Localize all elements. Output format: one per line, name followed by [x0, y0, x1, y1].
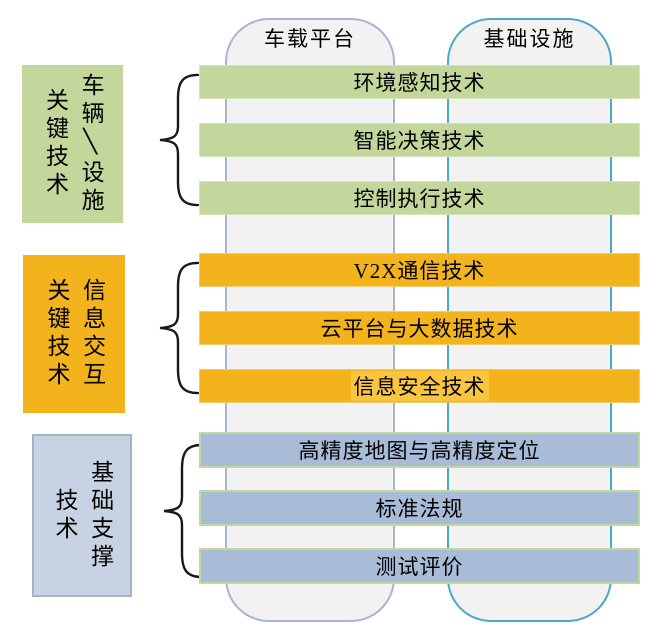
bar-label: 环境感知技术 — [353, 71, 486, 95]
bar-label: V2X通信技术 — [353, 259, 486, 283]
bar-hd-map-positioning: 高精度地图与高精度定位 — [199, 432, 640, 468]
group-label-column-left: 技术 — [52, 487, 77, 544]
group-label-basic-support-tech: 基础支撑 技术 — [32, 434, 132, 597]
bar-information-security-tech: 信息安全技术 — [199, 369, 640, 403]
brace-icon — [146, 259, 204, 397]
bar-env-perception-tech: 环境感知技术 — [199, 65, 640, 99]
bar-label: 信息安全技术 — [350, 371, 489, 401]
bar-control-execution-tech: 控制执行技术 — [199, 181, 640, 215]
column-vehicle-platform-label: 车载平台 — [264, 27, 356, 51]
bar-intelligent-decision-tech: 智能决策技术 — [199, 123, 640, 157]
group-label-vertical-text: 基础支撑 技术 — [46, 460, 117, 572]
group-label-column-left: 关键技术 — [44, 278, 69, 390]
bar-label: 控制执行技术 — [353, 187, 486, 211]
bar-label: 高精度地图与高精度定位 — [298, 439, 541, 463]
group-label-column-left: 关键技术 — [42, 88, 68, 200]
brace-icon — [150, 441, 208, 581]
group-label-vertical-text: 信息交互 关键技术 — [38, 278, 109, 390]
group-label-column-right: 车辆╲设施 — [78, 72, 104, 216]
bar-v2x-communication-tech: V2X通信技术 — [199, 253, 640, 287]
group-label-vertical-text: 车辆╲设施 关键技术 — [37, 73, 108, 216]
group-label-column-right: 信息交互 — [79, 278, 105, 390]
bar-label: 智能决策技术 — [353, 129, 486, 153]
column-infrastructure-label: 基础设施 — [483, 27, 576, 51]
group-label-vehicle-facility-key-tech: 车辆╲设施 关键技术 — [22, 65, 123, 223]
bar-label: 测试评价 — [375, 555, 464, 579]
bar-standards-regulations: 标准法规 — [199, 490, 640, 526]
bar-label: 云平台与大数据技术 — [320, 317, 519, 341]
bar-label: 标准法规 — [375, 497, 464, 521]
group-label-info-exchange-key-tech: 信息交互 关键技术 — [23, 255, 125, 413]
group-label-column-right: 基础支撑 — [87, 459, 113, 572]
bar-cloud-bigdata-tech: 云平台与大数据技术 — [199, 311, 640, 345]
brace-icon — [146, 71, 204, 209]
bar-testing-evaluation: 测试评价 — [199, 548, 640, 584]
